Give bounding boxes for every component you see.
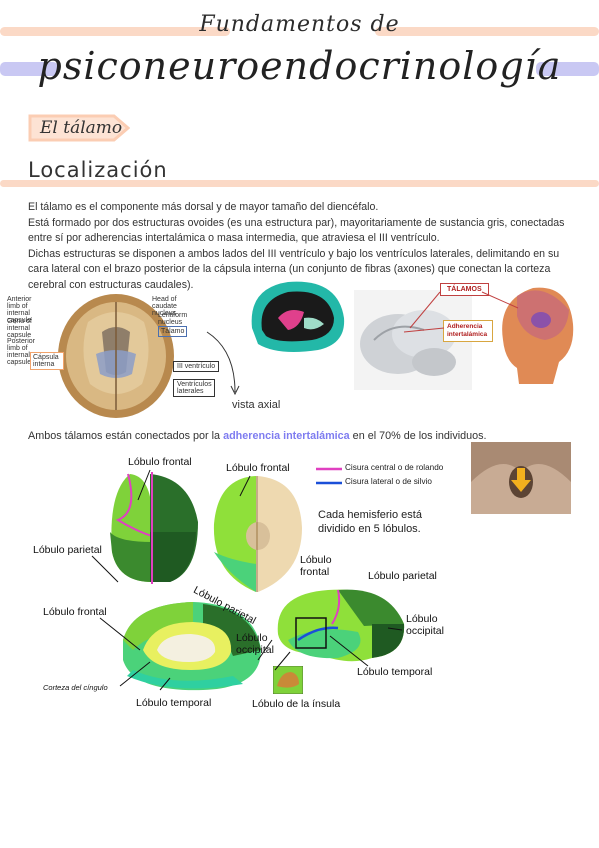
label-frontal-1: Lóbulo frontal — [128, 456, 192, 468]
label-frontal-4: Lóbulo frontal — [300, 554, 332, 578]
axial-label-posterior-limb: Posterior limb of internal capsule — [7, 338, 36, 366]
lobes-brain-medial — [123, 602, 261, 691]
highlight-adherencia: adherencia intertalámica — [223, 430, 350, 442]
axial-label-genu: Genu of internal capsule — [7, 318, 32, 339]
title-top: Fundamentos de — [199, 12, 400, 37]
label-talamos: TÁLAMOS — [440, 283, 489, 296]
axial-label-lentiform: Lentiform nucleus — [158, 312, 188, 326]
lobe-pointer-lines — [91, 469, 403, 691]
lobes-note: Cada hemisferio está dividido en 5 lóbul… — [318, 509, 422, 535]
axial-label-anterior-limb: Anterior limb of internal capsule — [7, 296, 32, 324]
label-parietal-1: Lóbulo parietal — [33, 544, 102, 556]
tag-label: El tálamo — [40, 118, 123, 138]
label-occipital-2: Lóbulo occipital — [406, 613, 444, 637]
lobes-brain-lateral — [277, 589, 405, 662]
lobes-brain-center — [213, 476, 302, 592]
page-title: psiconeuroendocrinología — [37, 44, 562, 88]
legend-lateral-swatch — [316, 481, 342, 485]
tag-banner — [28, 114, 130, 142]
label-parietal-3: Lóbulo parietal — [368, 570, 437, 582]
paragraph-1: El tálamo es el componente más dorsal y … — [28, 201, 379, 213]
arrow-to-axial — [206, 331, 240, 396]
label-adherencia: Adherencia intertalámica — [443, 320, 493, 342]
axial-label-talamo: Tálamo — [158, 326, 188, 337]
header-band-top-right — [375, 27, 599, 36]
header-band-mid-right — [536, 62, 599, 76]
connection-sentence: Ambos tálamos están conectados por la ad… — [28, 430, 487, 442]
label-insula: Lóbulo de la ínsula — [252, 698, 341, 710]
paragraph-3: Dichas estructuras se disponen a ambos l… — [28, 247, 560, 291]
axial-label-ventriculos: Ventrículos laterales — [173, 379, 215, 397]
axial-label-caudate: Head of caudate nucleus — [152, 296, 177, 317]
body-text: El tálamo es el componente más dorsal y … — [28, 200, 578, 293]
lobes-brain-top-right — [150, 472, 198, 584]
label-temporal-1: Lóbulo temporal — [136, 697, 212, 709]
legend-central-label: Cisura central o de rolando — [345, 463, 444, 472]
section-underline — [0, 180, 599, 187]
axial-brain-image — [28, 292, 218, 420]
header-band-mid-left — [0, 62, 58, 76]
adhesion-photo — [471, 442, 571, 514]
label-occipital-1: Lóbulo occipital — [236, 632, 274, 656]
lobes-brain-top-left — [110, 473, 152, 582]
pointer-lines-3d — [403, 291, 519, 333]
header-band-top — [0, 27, 230, 36]
label-cingulo: Corteza del cíngulo — [43, 683, 108, 692]
axial-label-iii-ventriculo: III ventrículo — [173, 361, 220, 372]
axial-label-capsula: Cápsula interna — [30, 352, 64, 370]
label-temporal-2: Lóbulo temporal — [357, 666, 433, 678]
section-title: Localización — [28, 158, 168, 182]
legend-central-swatch — [316, 467, 342, 471]
head-image — [502, 287, 574, 384]
axial-caption: vista axial — [232, 399, 281, 411]
sagittal-brain-image — [251, 281, 345, 352]
label-frontal-2: Lóbulo frontal — [226, 462, 290, 474]
label-frontal-3: Lóbulo frontal — [43, 606, 107, 618]
insula-inset — [273, 666, 303, 694]
legend-lateral-label: Cisura lateral o de silvio — [345, 477, 432, 486]
paragraph-2: Está formado por dos estructuras ovoides… — [28, 216, 565, 245]
